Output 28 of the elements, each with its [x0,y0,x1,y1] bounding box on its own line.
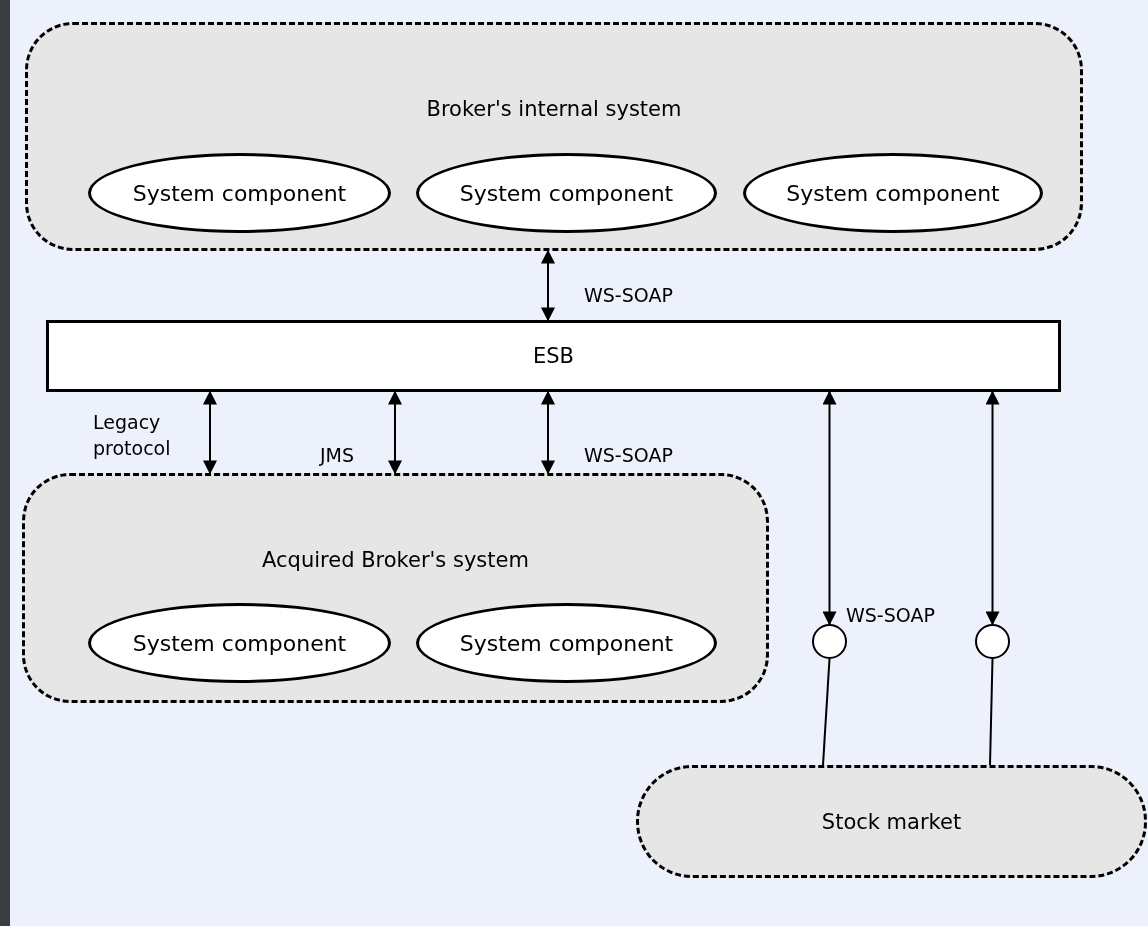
dashed-group-box [22,473,769,703]
component-label: System component [459,180,674,206]
bus-bar [46,320,1061,392]
double-arrow [203,390,217,475]
component-label: System component [786,180,1000,206]
edge-label: Legacy protocol [93,410,172,461]
edge-label: WS-SOAP [584,443,673,468]
component-label: System component [459,630,674,656]
dashed-group-box [636,765,1147,878]
interface-circle [812,624,847,659]
double-arrow [985,390,1000,626]
double-arrow [388,390,402,475]
connector-line [989,658,994,766]
bus-label: ESB [533,344,574,368]
group-title: Acquired Broker's system [261,548,530,572]
group-title: Stock market [820,809,963,834]
interface-circle [975,624,1010,659]
connector-line [822,658,831,766]
component-label: System component [132,180,347,206]
group-title: Broker's internal system [425,97,683,121]
component-label: System component [132,630,347,656]
dashed-group-box [25,22,1083,251]
double-arrow [541,390,555,475]
edge-label: JMS [320,443,355,468]
edge-label: WS-SOAP [584,283,673,308]
double-arrow [822,390,837,626]
double-arrow [541,249,555,322]
edge-label: WS-SOAP [846,603,935,628]
